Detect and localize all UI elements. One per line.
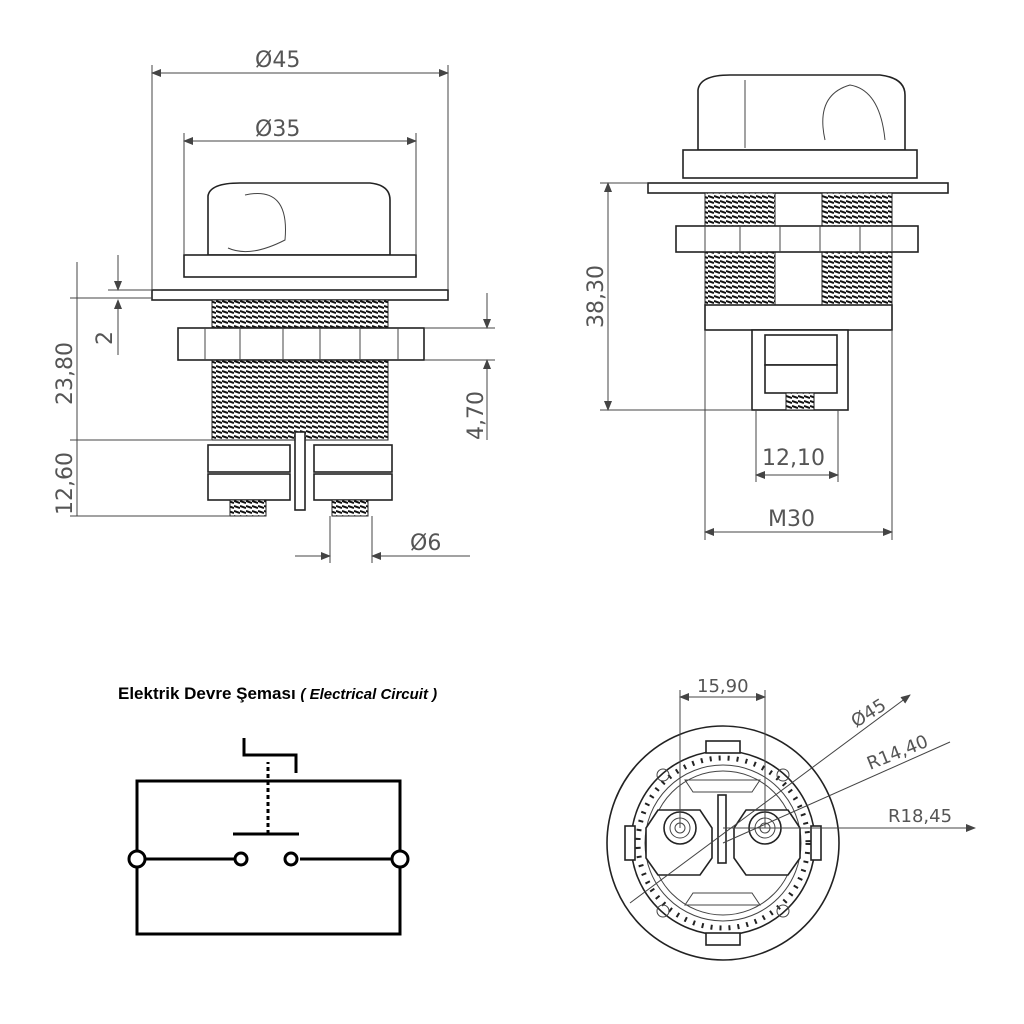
knob-base: [183, 254, 417, 278]
switch-actuator: [242, 738, 298, 773]
center-tab: [294, 431, 306, 511]
terminal-right: [390, 849, 410, 869]
dim-thread: M30: [768, 507, 815, 532]
knob-lever: [227, 193, 286, 253]
dim-terminal-height: 12,60: [53, 452, 78, 515]
dim-outer-radius: R18,45: [888, 806, 952, 827]
dim-diameter: Ø45: [848, 695, 891, 732]
stud-right: [331, 499, 369, 517]
base: [704, 304, 893, 331]
dim-knob-diameter: Ø35: [255, 117, 300, 142]
dim-terminal-width: 12,10: [762, 446, 825, 471]
terminal-left: [127, 849, 147, 869]
knob: [207, 182, 391, 256]
bottom-view: 15,90 Ø45 R14,40 R18,45: [606, 676, 976, 961]
circuit-title-text: Elektrik Devre Şeması: [118, 684, 296, 703]
mounting-nut: [675, 225, 919, 253]
front-view: Ø45 Ø35 23,80 12,60 2 4,70 Ø6: [53, 48, 495, 563]
knob-lever: [822, 84, 886, 141]
dim-flange-thickness: 2: [93, 331, 118, 345]
circuit-subtitle: ( Electrical Circuit ): [300, 686, 438, 703]
dim-total-height: 38,30: [584, 265, 609, 328]
dim-outer-diameter: Ø45: [255, 48, 300, 73]
dim-inner-radius: R14,40: [864, 731, 931, 774]
knob-base: [682, 149, 918, 179]
thread: [211, 299, 389, 441]
dim-body-height: 23,80: [53, 342, 78, 405]
terminal-nut-right: [313, 444, 393, 473]
stud-left: [229, 499, 267, 517]
terminal-nut-left: [207, 444, 291, 473]
dim-stud-spacing: 15,90: [697, 676, 749, 697]
circuit-title: Elektrik Devre Şeması ( Electrical Circu…: [118, 684, 437, 704]
circuit-diagram: [127, 738, 410, 936]
flange: [151, 289, 449, 301]
knob: [697, 74, 906, 151]
flange: [647, 182, 949, 194]
side-view: 38,30 12,10 M30: [584, 74, 949, 540]
mounting-nut: [177, 327, 425, 361]
dim-nut-height: 4,70: [464, 391, 489, 440]
dim-stud-diameter: Ø6: [410, 531, 441, 556]
